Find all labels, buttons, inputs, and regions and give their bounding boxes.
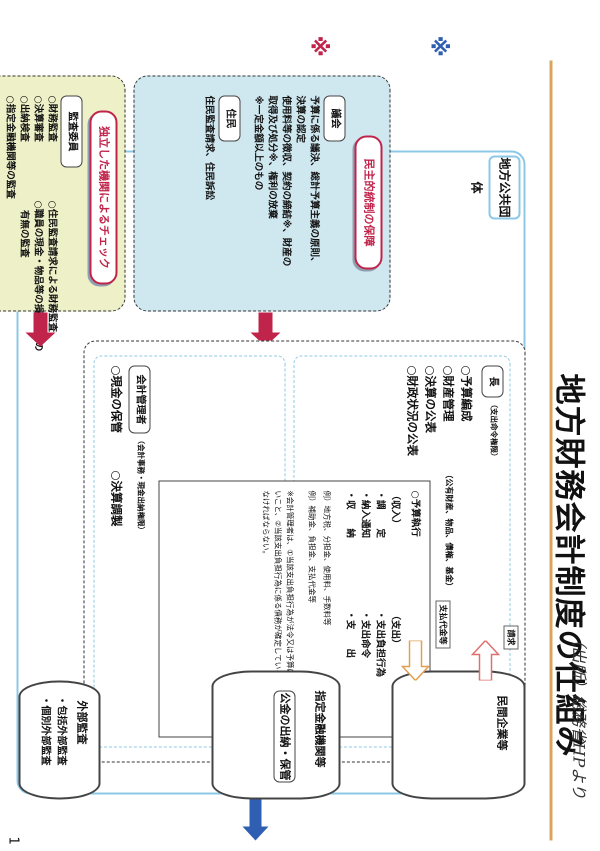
income-heading: （収入）: [389, 490, 400, 529]
star-mark-blue: ※: [425, 35, 450, 57]
head-tag: 長: [481, 365, 503, 397]
head-duty: ○財産管理: [441, 365, 455, 422]
expense-step: ・支 出: [344, 610, 355, 658]
accounting-authority: （会計事務・現金出納権限）: [136, 436, 145, 534]
auditor-tag: 監査委員: [60, 95, 82, 167]
page-number: 1: [5, 836, 20, 845]
title-underline: [549, 60, 552, 840]
accounting-duty: ○現金の保管: [109, 365, 123, 433]
accounting-duties: ○現金の保管: [107, 365, 125, 433]
external-audit-item: ・包括外部監査: [55, 695, 66, 765]
expense-example: 例）補助金、負担金、支払代金等: [307, 490, 316, 603]
head-authority: （支出命令権限）: [489, 400, 498, 460]
auditor-duty: ○出納検査: [18, 95, 29, 142]
red-arrow-audit: [25, 312, 55, 346]
residents-line: 住民監査請求、住民訴訟: [203, 95, 214, 200]
external-audit-item: ・個別外部監査: [39, 695, 50, 765]
income-flow: （収入） ・調 定 ・納入通知 ・収 納: [342, 490, 402, 538]
accounting-tag: 会計管理者: [128, 365, 150, 433]
local-government-label: 地方公共団体: [469, 155, 520, 219]
request-label: 請求: [503, 625, 518, 649]
council-line: 取得及び処分※、権利の放棄: [266, 95, 277, 219]
head-duty: ○決算の公表: [423, 365, 437, 433]
income-example: 例）地方税、分担金、使用料、手数料等: [322, 490, 331, 625]
residents-description: 住民監査請求、住民訴訟: [201, 95, 215, 200]
democratic-control-ribbon: 民主的統制の保障: [354, 135, 382, 269]
council-line: 使用料等の徴収、契約の締結※、財産の: [280, 95, 291, 266]
external-audit-title: 外部監査: [75, 700, 88, 744]
external-audit-items: ・包括外部監査 ・個別外部監査: [36, 695, 68, 765]
residents-tag: 住民: [218, 95, 240, 141]
council-description: 予算に係る議決、総計予算主義の原則、 決算の認定 使用料等の徴収、契約の締結※、…: [250, 95, 320, 266]
property-note: （公有財産、物品、債権、基金）: [444, 470, 453, 590]
budget-execution-title: ○予算執行: [409, 490, 420, 537]
expense-flow: （支出） ・支出負担行為 ・支出命令 ・支 出: [342, 610, 402, 677]
public-funds-box: 公金の出納・保管: [273, 690, 295, 782]
head-duties: ○予算編成 ○財産管理 ○決算の公表 ○財政状況の公表: [403, 365, 475, 456]
head-duty: ○財政状況の公表: [405, 365, 419, 456]
auditor-duties: ○財務監査 ○決算審査 ○出納検査 ○指定金融機関等の監査: [2, 95, 58, 198]
council-line: 決算の認定: [294, 95, 305, 143]
payment-arrow: [400, 640, 430, 680]
expense-step: ・支出命令: [359, 610, 370, 658]
request-arrow: [470, 640, 500, 680]
council-line: 予算に係る議決、総計予算主義の原則、: [308, 95, 319, 267]
star-mark-red: ※: [305, 35, 330, 57]
income-step: ・収 納: [344, 490, 355, 538]
council-tag: 議会: [323, 95, 345, 141]
council-line: ※一定金額以上のもの: [252, 95, 263, 190]
accounting-duty: ○決算調製: [109, 470, 123, 527]
auditor-duty: ○決算審査: [32, 95, 43, 142]
head-duty: ○予算編成: [459, 365, 473, 422]
private-company-title: 民間企業等: [495, 695, 508, 750]
red-arrow-democratic: [250, 312, 280, 346]
payment-label: 支払代金等: [435, 600, 450, 648]
expense-step: ・支出負担行為: [374, 610, 385, 677]
income-step: ・納入通知: [359, 490, 370, 538]
source-note: （出所）総務省HPより: [569, 630, 588, 799]
auditor-duty: ○指定金融機関等の監査: [4, 95, 15, 199]
bank-title: 指定金融機関等: [313, 690, 326, 767]
independent-audit-ribbon: 独立した機関によるチェック: [89, 110, 117, 284]
auditor-duty: ○財務監査: [46, 95, 57, 142]
income-step: ・調 定: [374, 490, 385, 538]
